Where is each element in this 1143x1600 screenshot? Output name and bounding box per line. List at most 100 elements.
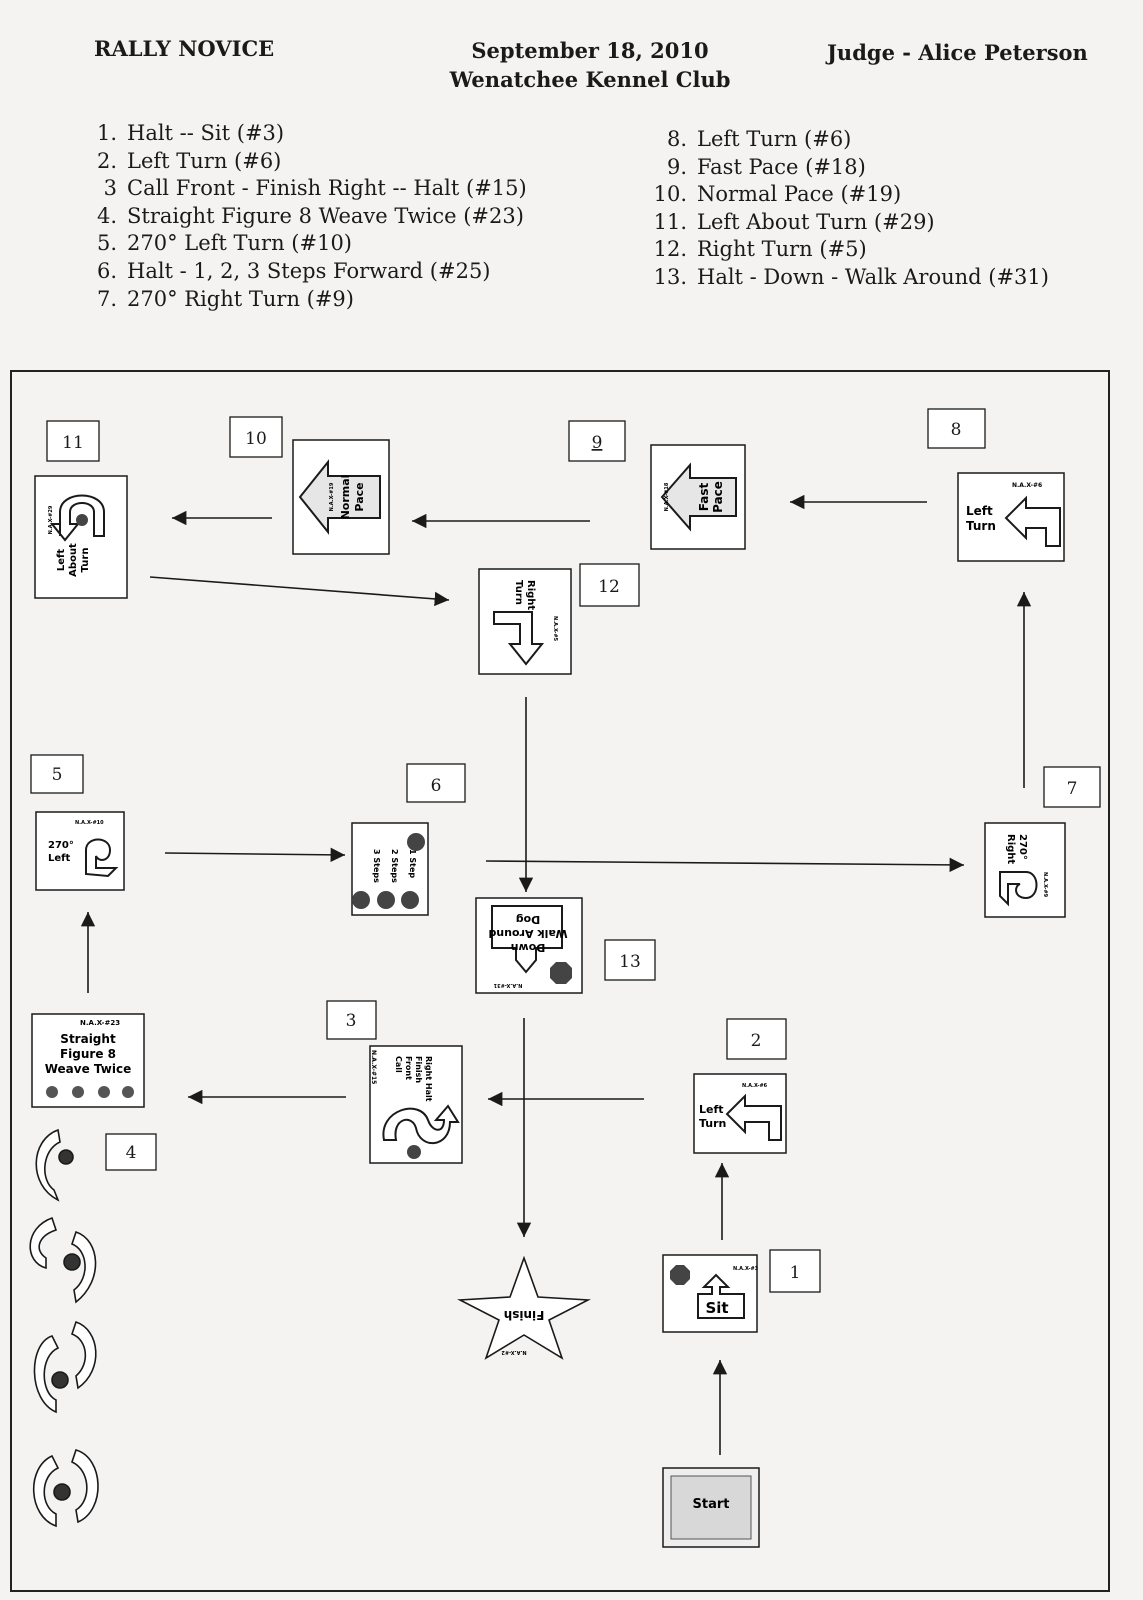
sign-13-line1: Down bbox=[511, 941, 546, 954]
sign-10-line1: Normal bbox=[339, 475, 352, 520]
weave-post-icon bbox=[46, 1086, 58, 1098]
path-arrow bbox=[149, 576, 450, 607]
sign-5-line1: 270° bbox=[48, 840, 74, 851]
sign-13-line2: Walk Around bbox=[488, 927, 567, 940]
weave-post-icon bbox=[63, 1253, 81, 1271]
exercise-item: 7.270° Right Turn (#9) bbox=[96, 286, 354, 311]
sign-5-line2: Left bbox=[48, 853, 71, 864]
exercise-item: 8.Left Turn (#6) bbox=[666, 127, 852, 151]
weave-post-icon bbox=[51, 1371, 69, 1389]
class-title: RALLY NOVICE bbox=[94, 36, 275, 61]
sign-6-line2: 2 Steps bbox=[390, 849, 399, 883]
finish-code: N.A.X-#2 bbox=[501, 1349, 527, 1355]
sign-11-line1: Left bbox=[56, 549, 67, 572]
sign-5-270-left: N.A.X-#10 270° Left bbox=[35, 811, 125, 891]
sign-12-right-turn: Right Turn N.A.X-#5 bbox=[478, 568, 572, 675]
station-number: 1 bbox=[790, 1263, 801, 1283]
weave-curve-icon bbox=[29, 1216, 58, 1270]
pace-arrow-icon bbox=[660, 462, 737, 532]
station-number-box bbox=[1043, 766, 1101, 808]
step-marker-icon bbox=[352, 891, 370, 909]
sign-4-line1: Straight bbox=[60, 1032, 116, 1046]
sign-3-call-front: N.A.X-#15 Call Front Finish Right Halt bbox=[369, 1045, 463, 1164]
weave-post-icon bbox=[122, 1086, 134, 1098]
sign-1-label: Sit bbox=[705, 1299, 728, 1317]
station-number-box bbox=[604, 939, 656, 981]
event-club: Wenatchee Kennel Club bbox=[449, 67, 731, 92]
sign-6-steps: 1 Step 2 Steps 3 Steps bbox=[351, 822, 429, 916]
sign-12-code: N.A.X-#5 bbox=[552, 616, 558, 642]
right-turn-arrow-icon bbox=[493, 611, 545, 666]
exercise-list-right: 8.Left Turn (#6) 9.Fast Pace (#18) 10.No… bbox=[645, 126, 1049, 292]
sign-3-line3: Finish bbox=[414, 1056, 423, 1083]
sign-9-line1: Fast bbox=[697, 483, 711, 512]
sign-10-code: N.A.X-#19 bbox=[329, 482, 335, 511]
sign-11-left-about-turn: Left About Turn N.A.X-#29 bbox=[34, 475, 128, 599]
weave-post-icon bbox=[53, 1483, 71, 1501]
station-number-box bbox=[326, 1000, 377, 1040]
station-number-box bbox=[726, 1018, 787, 1060]
station-number-box bbox=[769, 1249, 821, 1293]
circle-turn-arrow-icon bbox=[999, 871, 1038, 907]
judge-name: Judge - Alice Peterson bbox=[827, 40, 1088, 65]
weave-curve-icon bbox=[35, 1128, 61, 1202]
station-number-box bbox=[579, 563, 640, 607]
station-number: 10 bbox=[245, 429, 267, 449]
sign-7-270-right: 270° Right N.A.X-#9 bbox=[984, 822, 1066, 918]
station-number-box bbox=[568, 420, 626, 462]
path-arrow bbox=[485, 857, 965, 873]
station-number-box bbox=[30, 754, 84, 794]
station-number: 3 bbox=[346, 1011, 357, 1031]
station-number: 5 bbox=[52, 765, 63, 785]
sign-11-line3: Turn bbox=[80, 548, 91, 573]
halt-octagon-icon bbox=[670, 1265, 690, 1285]
sign-7-line2: Right bbox=[1005, 834, 1016, 864]
station-number: 6 bbox=[431, 776, 442, 796]
station-number: 11 bbox=[62, 433, 84, 453]
sign-3-line2: Front bbox=[404, 1056, 413, 1080]
exercise-item: 6.Halt - 1, 2, 3 Steps Forward (#25) bbox=[96, 258, 491, 283]
circle-turn-arrow-icon bbox=[85, 838, 119, 878]
exercise-item: 2.Left Turn (#6) bbox=[96, 148, 282, 173]
post-icon bbox=[76, 514, 88, 526]
sign-11-code: N.A.X-#29 bbox=[48, 505, 54, 534]
halt-octagon-icon bbox=[550, 962, 572, 984]
sign-3-line1: Call bbox=[394, 1056, 403, 1073]
sign-2-code: N.A.X-#6 bbox=[742, 1083, 768, 1089]
weave-curve-icon bbox=[70, 1230, 97, 1304]
sign-9-code: N.A.X-#18 bbox=[664, 482, 670, 511]
event-info: September 18, 2010 Wenatchee Kennel Club bbox=[400, 36, 780, 94]
sign-8-left-turn: N.A.X-#6 Left Turn bbox=[957, 472, 1065, 562]
station-number: 7 bbox=[1067, 779, 1078, 799]
station-number-box bbox=[229, 416, 283, 458]
sign-4-line2: Figure 8 bbox=[60, 1047, 116, 1061]
sign-3-code: N.A.X-#15 bbox=[370, 1050, 377, 1084]
finish-label: Finish bbox=[504, 1308, 545, 1322]
sign-8-code: N.A.X-#6 bbox=[1012, 482, 1042, 489]
start-label: Start bbox=[693, 1497, 730, 1512]
halt-octagon-icon bbox=[407, 1145, 421, 1159]
sign-2-left-turn: N.A.X-#6 Left Turn bbox=[693, 1073, 787, 1154]
exercise-item: 13.Halt - Down - Walk Around (#31) bbox=[653, 264, 1049, 289]
sign-6-line3: 3 Steps bbox=[372, 849, 381, 883]
exercise-item: 10.Normal Pace (#19) bbox=[653, 182, 902, 207]
exercise-item: 11.Left About Turn (#29) bbox=[653, 209, 935, 234]
weave-curve-icon bbox=[70, 1320, 97, 1390]
sign-5-code: N.A.X-#10 bbox=[75, 820, 104, 826]
exercise-item: 1.Halt -- Sit (#3) bbox=[96, 121, 285, 145]
exercise-item: 12.Right Turn (#5) bbox=[653, 237, 867, 262]
sign-13-line3: Dog bbox=[516, 913, 541, 926]
station-number-box bbox=[927, 408, 986, 449]
station-number-box bbox=[105, 1133, 157, 1171]
figure-8-pylons bbox=[29, 1128, 99, 1528]
sign-10-line2: Pace bbox=[353, 482, 366, 511]
sign-8-line1: Left bbox=[966, 504, 993, 518]
call-front-arrow-icon bbox=[382, 1104, 460, 1145]
sign-11-line2: About bbox=[68, 543, 79, 577]
sign-9-fast-pace: Fast Pace N.A.X-#18 bbox=[650, 444, 746, 550]
sign-13-code: N.A.X-#31 bbox=[493, 982, 522, 988]
step-marker-icon bbox=[401, 891, 419, 909]
left-turn-arrow-icon bbox=[725, 1093, 782, 1141]
